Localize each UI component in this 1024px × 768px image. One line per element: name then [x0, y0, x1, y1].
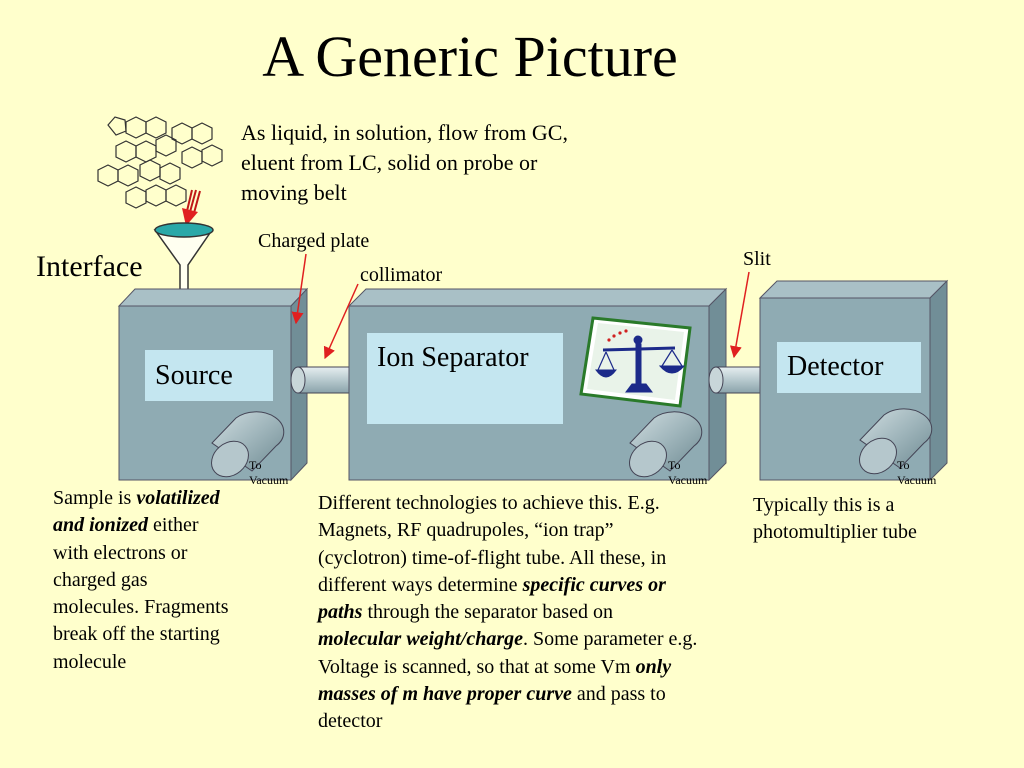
- text-run: Typically this is a photomultiplier tube: [753, 494, 917, 544]
- vacuum-label-source: To Vacuum: [249, 458, 289, 487]
- detector-label: Detector: [777, 342, 921, 393]
- slit-tube: [708, 366, 765, 394]
- slit-label: Slit: [743, 248, 771, 270]
- charged-plate-label: Charged plate: [258, 230, 370, 252]
- molecules-icon: [97, 116, 223, 209]
- text-run: Sample is: [53, 487, 137, 509]
- vacuum-label-detector: To Vacuum: [897, 458, 937, 487]
- detector-description: Typically this is a photomultiplier tube: [753, 492, 953, 547]
- page-title: A Generic Picture: [262, 24, 678, 89]
- text-run: through the separator based on: [362, 601, 613, 624]
- source-description: Sample is volatilized and ionized either…: [53, 485, 238, 676]
- collimator-label: collimator: [360, 264, 443, 286]
- vacuum-port-separator-icon: [629, 411, 703, 478]
- separator-description: Different technologies to achieve this. …: [318, 490, 698, 736]
- collimator-arrow: [323, 283, 359, 360]
- collimator-tube: [290, 366, 351, 394]
- ion-separator-label: Ion Separator: [367, 333, 563, 424]
- emphasis-text: only masses of m have proper curve: [318, 655, 672, 706]
- source-label: Source: [145, 350, 273, 401]
- emphasis-text: volatilized and ionized: [53, 487, 220, 537]
- emphasis-text: molecular weight/charge: [318, 628, 523, 651]
- charged-plate-arrow: [291, 253, 307, 325]
- interface-label: Interface: [36, 250, 143, 283]
- funnel-icon: [153, 222, 214, 293]
- slit-arrow: [729, 271, 750, 359]
- text-run: either with electrons or charged gas mol…: [53, 514, 229, 673]
- text-run: Different technologies to achieve this. …: [318, 492, 667, 596]
- vacuum-port-source-icon: [211, 411, 285, 478]
- emphasis-text: specific curves or paths: [318, 573, 666, 624]
- intro-text: As liquid, in solution, flow from GC, el…: [241, 120, 568, 205]
- vacuum-port-detector-icon: [859, 408, 933, 475]
- input-arrow-icon: [182, 189, 201, 226]
- balance-scale-icon: [579, 316, 692, 408]
- text-run: . Some parameter e.g. Voltage is scanned…: [318, 628, 698, 678]
- text-run: and pass to detector: [318, 683, 666, 733]
- vacuum-label-separator: To Vacuum: [668, 458, 708, 487]
